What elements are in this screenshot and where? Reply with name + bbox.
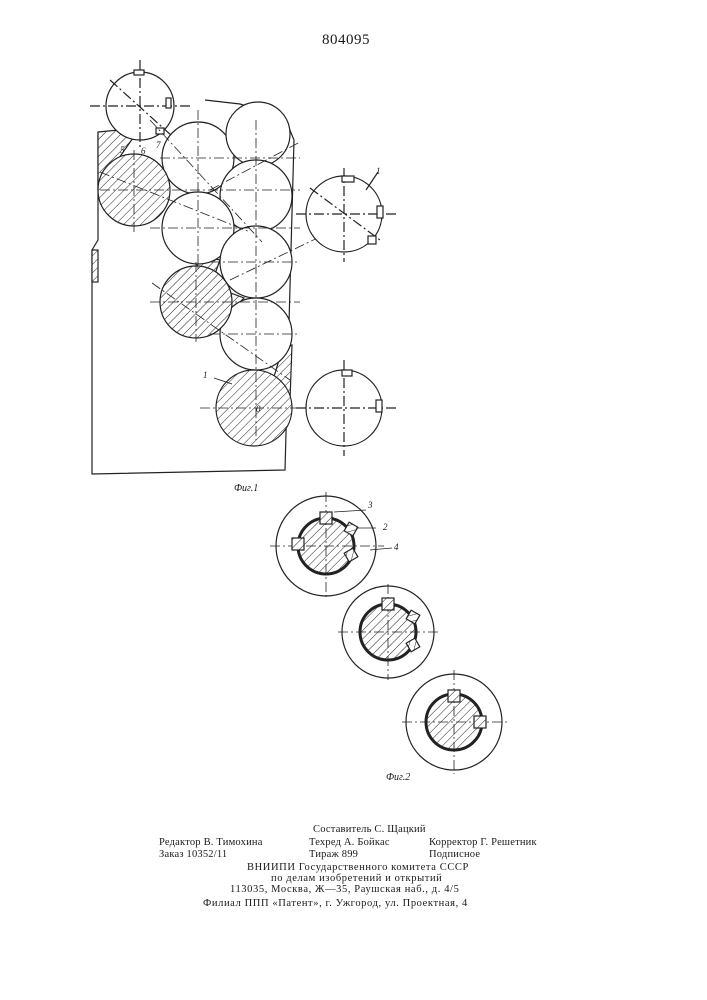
fig1-label-1-bottom: 1 bbox=[203, 370, 208, 380]
figure-2 bbox=[270, 492, 508, 774]
imprint-org-line2: по делам изобретений и открытий bbox=[271, 873, 442, 884]
figure-2-caption: Фиг.2 bbox=[386, 772, 410, 783]
fig1-label-1-top: 1 bbox=[376, 166, 381, 176]
fig1-label-center-o: 0 bbox=[256, 404, 261, 414]
figure-1 bbox=[90, 60, 398, 474]
fig1-label-5: 5 bbox=[120, 145, 125, 155]
fig2-assembly-3 bbox=[402, 670, 508, 774]
imprint-compiler: Составитель С. Щацкий bbox=[313, 824, 426, 835]
imprint-org-line1: ВНИИПИ Государственного комитета СССР bbox=[247, 862, 469, 873]
imprint-address: 113035, Москва, Ж—35, Раушская наб., д. … bbox=[230, 884, 459, 895]
imprint-subscription: Подписное bbox=[429, 849, 480, 860]
imprint-order: Заказ 10352/11 bbox=[159, 849, 227, 860]
imprint-branch: Филиал ППП «Патент», г. Ужгород, ул. Про… bbox=[203, 898, 468, 909]
imprint-corrector: Корректор Г. Решетник bbox=[429, 837, 537, 848]
fig2-assembly-1 bbox=[270, 492, 392, 600]
roller-b bbox=[226, 102, 290, 166]
fig2-label-3: 3 bbox=[368, 500, 373, 510]
imprint-editor: Редактор В. Тимохина bbox=[159, 837, 263, 848]
fig2-label-4: 4 bbox=[394, 542, 399, 552]
fig1-label-7: 7 bbox=[156, 140, 161, 150]
imprint-circulation: Тираж 899 bbox=[309, 849, 358, 860]
roller-right-upper bbox=[296, 168, 396, 262]
fig2-label-2: 2 bbox=[383, 522, 388, 532]
figure-1-caption: Фиг.1 bbox=[234, 483, 258, 494]
housing-insert bbox=[92, 250, 98, 282]
fig1-label-6: 6 bbox=[141, 146, 146, 156]
roller-right-lower bbox=[296, 360, 398, 456]
imprint-techred: Техред А. Бойкас bbox=[309, 837, 390, 848]
fig2-assembly-2 bbox=[338, 584, 440, 680]
